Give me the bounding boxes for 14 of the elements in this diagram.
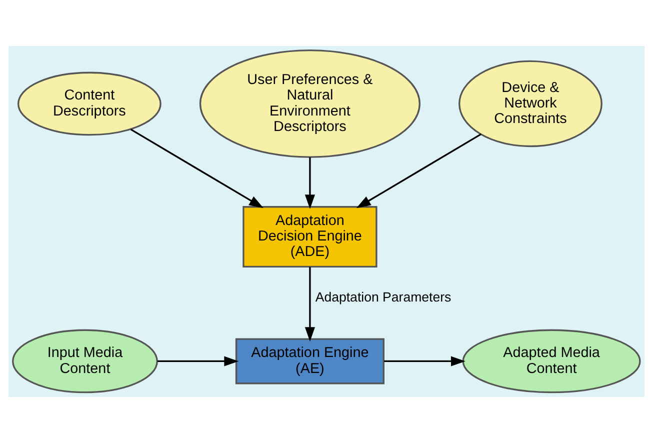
- node-box: Adaptation Engine (AE): [235, 338, 384, 384]
- node-ellipse: Content Descriptors: [17, 71, 162, 136]
- node-ellipse: Adapted Media Content: [462, 328, 641, 393]
- arrow: [130, 128, 264, 208]
- node-ellipse: Device & Network Constraints: [458, 60, 602, 147]
- node-ellipse: User Preferences & Natural Environment Descriptors: [199, 49, 420, 158]
- edge-label: Adaptation Parameters: [315, 289, 452, 304]
- node-ellipse: Input Media Content: [12, 328, 158, 393]
- node-box: Adaptation Decision Engine (ADE): [242, 206, 378, 268]
- arrow: [356, 132, 482, 208]
- arrow: [384, 356, 466, 366]
- arrow: [304, 156, 315, 209]
- arrow: [304, 266, 315, 342]
- arrow: [158, 356, 239, 366]
